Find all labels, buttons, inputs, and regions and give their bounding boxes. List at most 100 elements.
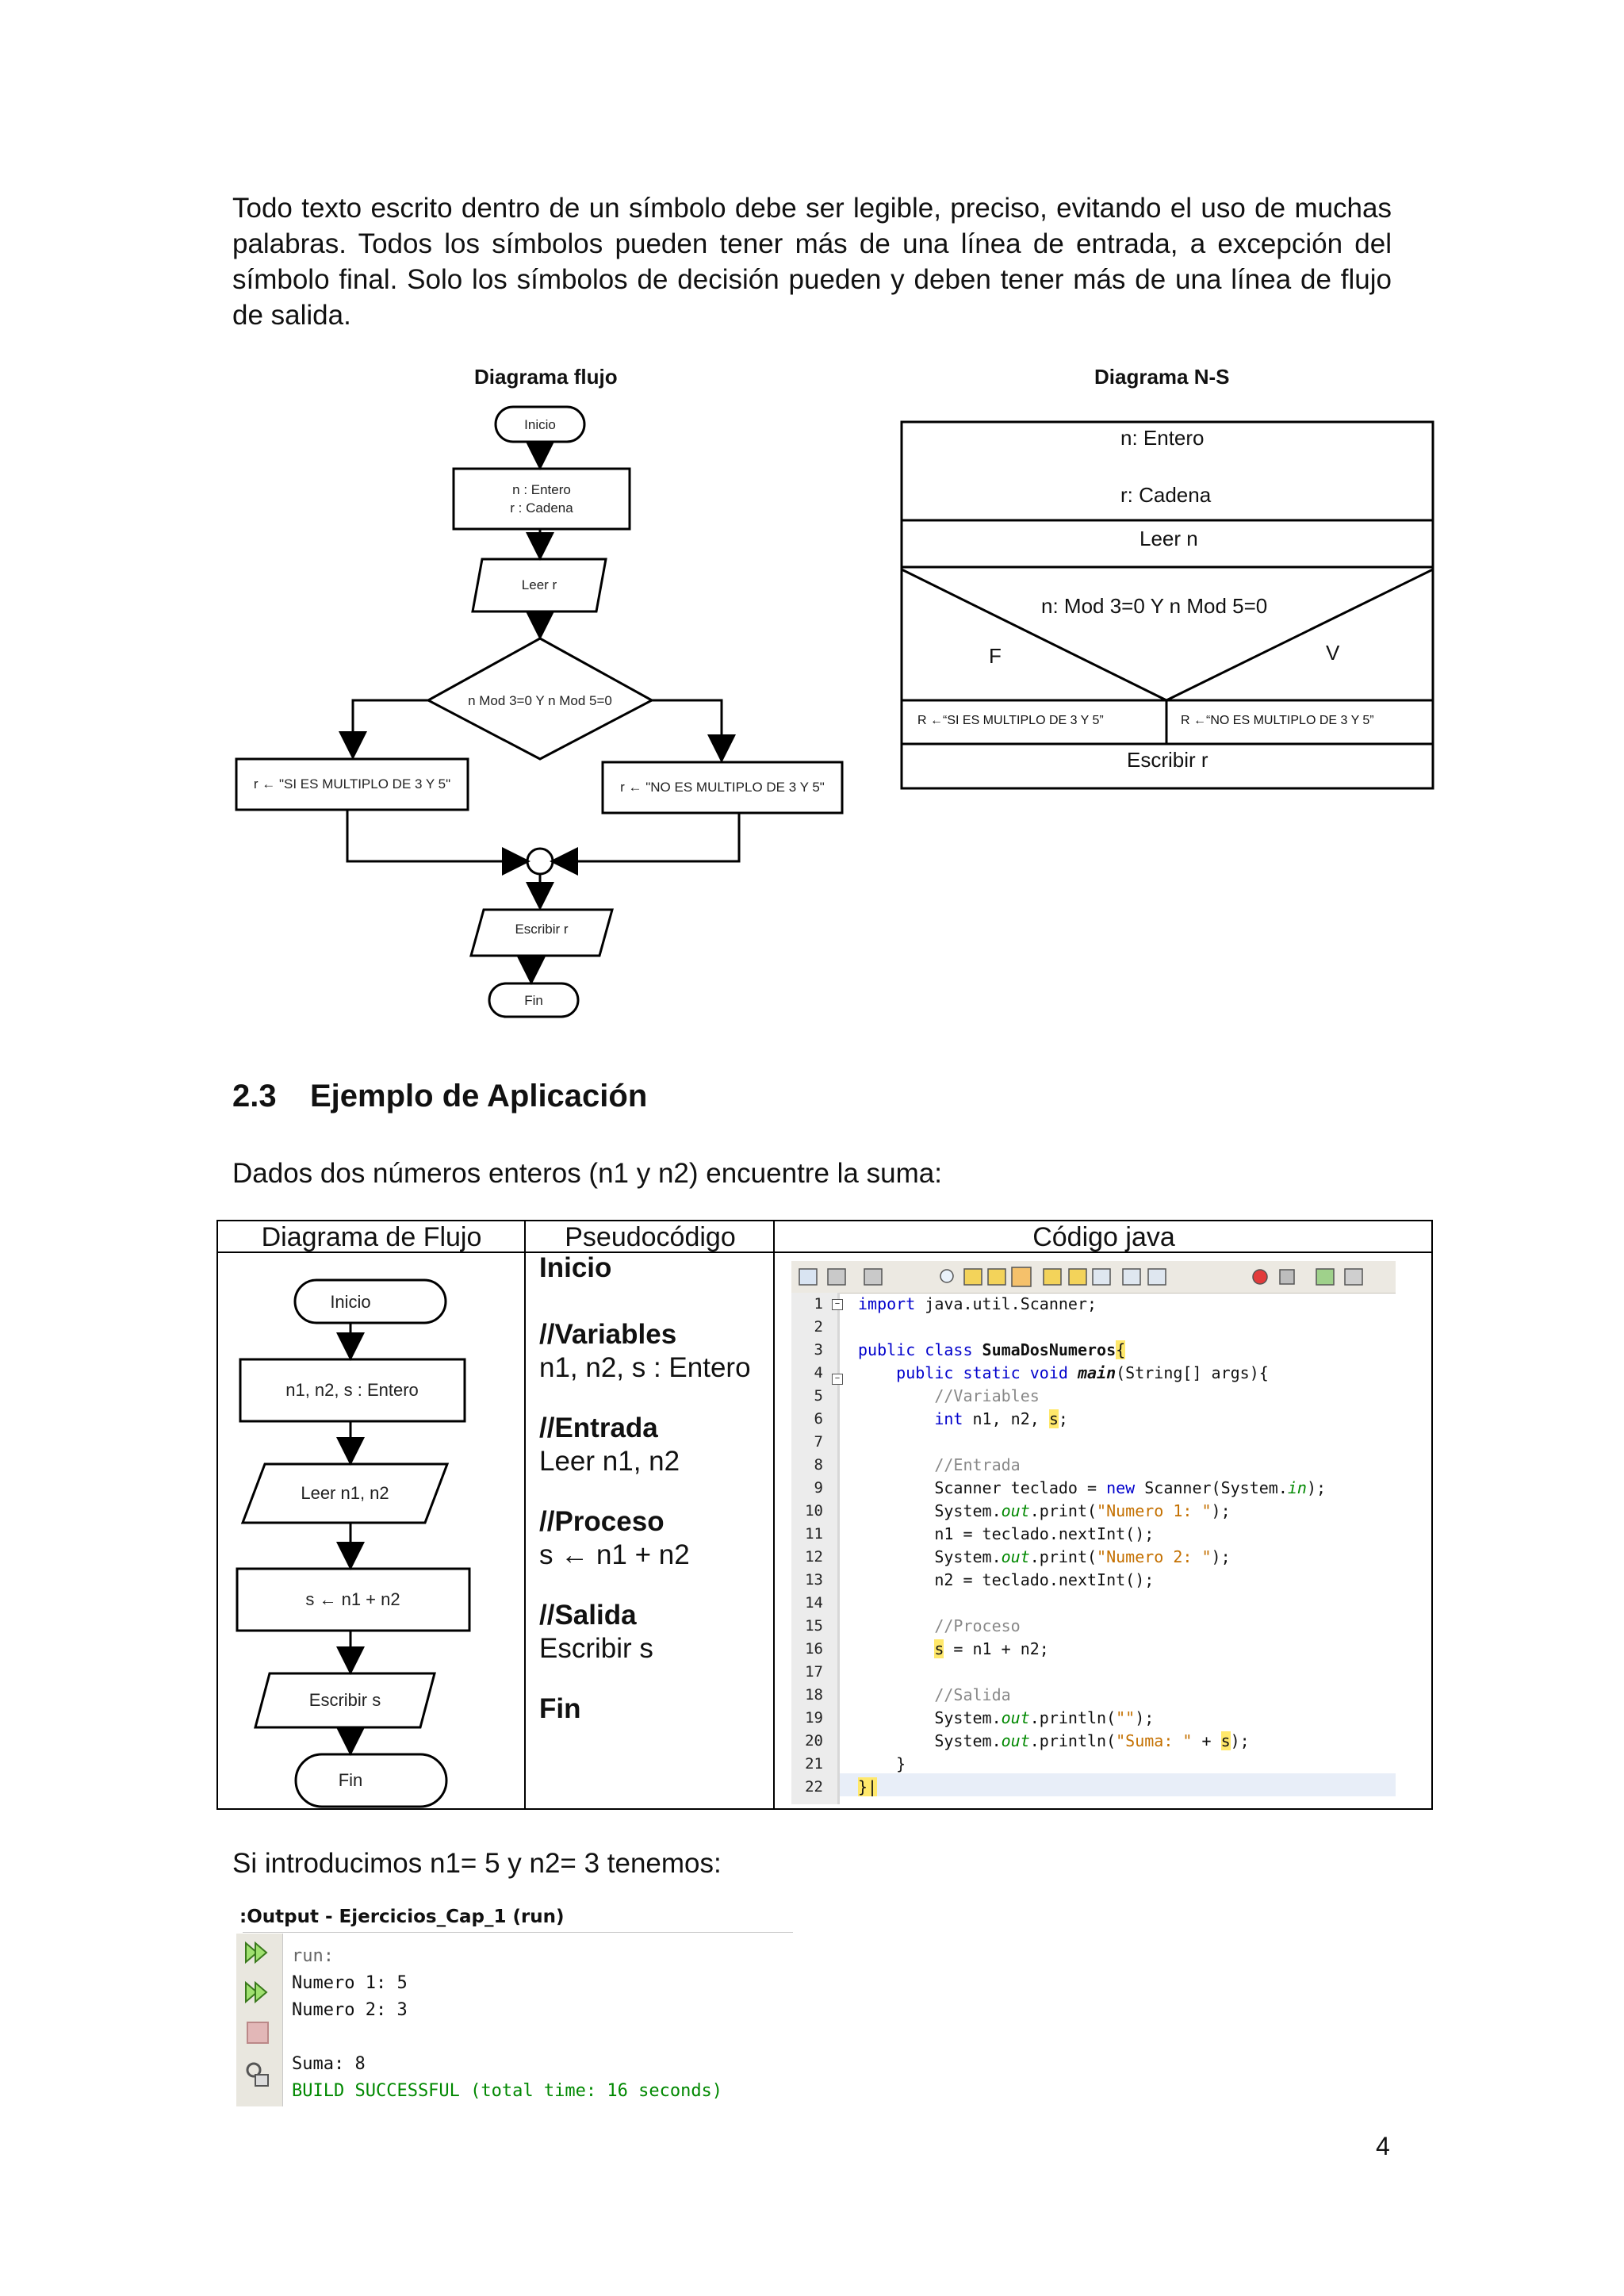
decl-n-label: n : Entero — [512, 482, 571, 497]
sum-write-label: Escribir s — [309, 1690, 381, 1710]
line-number: 22 — [805, 1778, 823, 1796]
line-number: 18 — [805, 1686, 823, 1704]
sum-read-label: Leer n1, n2 — [301, 1483, 389, 1503]
line-number: 4 — [814, 1364, 823, 1382]
prev-bookmark-icon — [1043, 1268, 1062, 1286]
ns-read: Leer n — [1139, 527, 1198, 550]
start-label: Inicio — [524, 417, 556, 432]
flowchart-title: Diagrama flujo — [474, 365, 618, 389]
pseudo-proc: s ← n1 + n2 — [539, 1539, 690, 1570]
end-label: Fin — [524, 993, 543, 1008]
back-icon — [799, 1268, 818, 1286]
shift-right-icon — [1147, 1268, 1166, 1286]
history-icon — [864, 1268, 883, 1286]
line-number: 7 — [814, 1433, 823, 1451]
line-number: 21 — [805, 1755, 823, 1773]
settings-icon[interactable] — [246, 2062, 269, 2087]
right-assign-box — [601, 761, 844, 815]
line-number: 6 — [814, 1410, 823, 1428]
stop-macro-icon — [1279, 1269, 1295, 1285]
fold-icon[interactable]: − — [832, 1299, 843, 1310]
line-number: 11 — [805, 1525, 823, 1543]
pseudo-proc-heading: //Proceso — [539, 1506, 665, 1537]
pseudo-var: n1, n2, s : Entero — [539, 1352, 751, 1383]
header-java: Código java — [1032, 1222, 1175, 1252]
line-number: 17 — [805, 1663, 823, 1681]
build-status: BUILD SUCCESSFUL (total time: 16 seconds… — [292, 2081, 723, 2101]
output-line: Suma: 8 — [292, 2054, 366, 2074]
line-number: 15 — [805, 1617, 823, 1635]
header-flowchart: Diagrama de Flujo — [261, 1222, 482, 1252]
ns-diagram: n: Entero r: Cadena Leer n n: Mod 3=0 Y … — [900, 420, 1434, 790]
search-icon — [940, 1269, 954, 1283]
section-number: 2.3 — [232, 1079, 277, 1114]
sum-start-label: Inicio — [330, 1292, 370, 1312]
problem-statement: Dados dos números enteros (n1 y n2) encu… — [232, 1158, 942, 1189]
example-table — [216, 1220, 1433, 1810]
toggle-highlight-icon — [1011, 1267, 1032, 1287]
editor-toolbar — [791, 1261, 1396, 1294]
line-number: 13 — [805, 1571, 823, 1589]
ns-false-label: F — [989, 644, 1002, 668]
rerun-with-params-icon[interactable] — [245, 1980, 268, 2004]
pseudo-out-heading: //Salida — [539, 1600, 637, 1631]
output-title: :Output - Ejercicios_Cap_1 (run) — [239, 1907, 565, 1927]
ns-left-assign: R ←“SI ES MULTIPLO DE 3 Y 5” — [917, 714, 1104, 727]
find-next-icon — [987, 1268, 1006, 1286]
pseudocode-block: Inicio //Variables n1, n2, s : Entero //… — [539, 1251, 769, 1726]
current-line-highlight — [840, 1773, 1396, 1796]
output-line: run: — [292, 1946, 334, 1966]
decl-r-label: r : Cadena — [510, 500, 573, 516]
pseudo-in-heading: //Entrada — [539, 1412, 658, 1443]
line-number: 2 — [814, 1318, 823, 1336]
ns-right-assign: R ←“NO ES MULTIPLO DE 3 Y 5” — [1181, 714, 1374, 727]
pseudo-in: Leer n1, n2 — [539, 1446, 680, 1477]
decision-label: n Mod 3=0 Y n Mod 5=0 — [468, 693, 612, 708]
uncomment-icon — [1344, 1268, 1363, 1286]
stop-icon[interactable] — [247, 2022, 269, 2044]
ns-condition: n: Mod 3=0 Y n Mod 5=0 — [1041, 594, 1267, 618]
line-number: 1 — [814, 1295, 823, 1313]
rerun-icon[interactable] — [245, 1941, 268, 1964]
ns-decl-n: n: Entero — [1120, 426, 1205, 450]
flowchart-diagram: Inicio n : Entero r : Cadena Leer r n Mo… — [235, 405, 844, 1018]
read-label: Leer r — [522, 577, 557, 592]
line-number: 16 — [805, 1640, 823, 1658]
java-source-code: import java.util.Scanner; public class S… — [858, 1294, 1327, 1796]
pseudo-inicio: Inicio — [539, 1252, 612, 1283]
fold-icon[interactable]: − — [832, 1374, 843, 1385]
sum-end-label: Fin — [339, 1770, 363, 1790]
header-pseudocode: Pseudocódigo — [565, 1222, 736, 1252]
toggle-bookmark-icon — [1092, 1268, 1111, 1286]
line-number: 3 — [814, 1341, 823, 1359]
write-parallelogram — [469, 908, 614, 957]
page-number: 4 — [1376, 2132, 1390, 2160]
decision-diamond — [425, 637, 655, 761]
line-number: 10 — [805, 1502, 823, 1520]
declaration-box — [452, 467, 631, 531]
pseudo-var-heading: //Variables — [539, 1319, 677, 1350]
read-parallelogram — [471, 558, 607, 613]
ns-diagram-title: Diagrama N-S — [1094, 365, 1230, 389]
shift-left-icon — [1122, 1268, 1141, 1286]
sum-flowchart: Inicio n1, n2, s : Entero Leer n1, n2 s … — [236, 1278, 471, 1808]
left-assign-label: r ← "SI ES MULTIPLO DE 3 Y 5" — [254, 776, 450, 792]
right-assign-label: r ← "NO ES MULTIPLO DE 3 Y 5" — [620, 780, 825, 795]
next-bookmark-icon — [1068, 1268, 1087, 1286]
left-assign-box — [235, 757, 469, 811]
line-number: 8 — [814, 1456, 823, 1474]
find-prev-icon — [963, 1268, 982, 1286]
output-line: Numero 2: 3 — [292, 2000, 408, 2020]
line-number: 5 — [814, 1387, 823, 1405]
pseudo-out: Escribir s — [539, 1633, 653, 1664]
line-number: 9 — [814, 1479, 823, 1497]
sum-proc-label: s ← n1 + n2 — [305, 1589, 400, 1609]
ns-true-label: V — [1326, 641, 1340, 665]
ns-write: Escribir r — [1127, 748, 1208, 772]
write-label: Escribir r — [515, 922, 568, 937]
section-title: Ejemplo de Aplicación — [310, 1079, 648, 1114]
forward-icon — [827, 1268, 846, 1286]
line-number: 14 — [805, 1594, 823, 1612]
